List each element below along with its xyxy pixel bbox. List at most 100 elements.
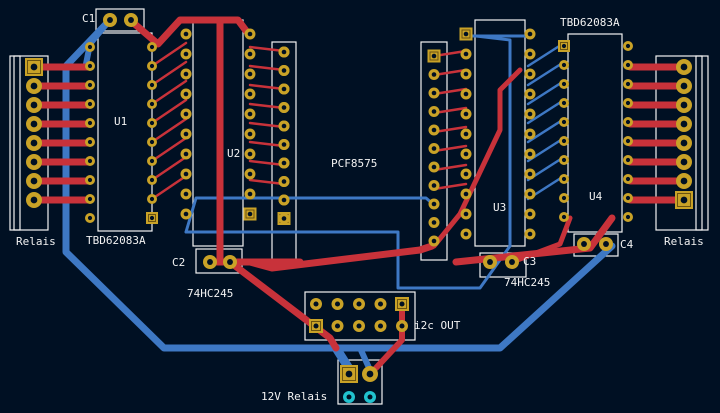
pad-drill <box>87 44 93 50</box>
pad-drill <box>313 301 319 307</box>
pad-drill <box>527 151 533 157</box>
pad-drill <box>183 31 189 37</box>
pad-drill <box>625 43 631 49</box>
pad-drill <box>87 139 93 145</box>
u4-label: U4 <box>589 190 603 203</box>
relais-right-inner-outline <box>695 55 703 231</box>
relais-left-label: Relais <box>16 235 56 248</box>
pad-drill <box>87 177 93 183</box>
pad-drill <box>431 127 437 133</box>
pad-drill <box>527 231 533 237</box>
relais-right-label: Relais <box>664 235 704 248</box>
pad-drill <box>561 138 567 144</box>
pad-drill <box>680 82 688 90</box>
pad-drill <box>247 151 253 157</box>
power-label: 12V Relais <box>261 390 328 403</box>
u1-label: U1 <box>114 115 128 128</box>
pad-drill <box>183 171 189 177</box>
pad-drill <box>149 63 155 69</box>
c1-top-trace <box>126 16 254 48</box>
u2-pcf-trace <box>248 83 286 91</box>
u2-pcf-trace <box>248 102 286 110</box>
power-connector-outline <box>337 359 383 405</box>
pad-drill <box>30 139 38 147</box>
pad-drill <box>281 105 287 110</box>
pad-drill <box>625 100 631 106</box>
pad-drill <box>463 131 469 137</box>
pcf-u3-trace <box>432 144 468 153</box>
pad-drill <box>227 259 233 265</box>
pad-drill <box>377 301 384 307</box>
pad-drill <box>87 120 93 126</box>
pad-square-ring <box>560 42 568 50</box>
pad-drill <box>30 120 38 128</box>
pad-drill <box>625 138 631 144</box>
c4-label: C4 <box>620 238 634 251</box>
pad-drill <box>281 86 287 92</box>
pad-drill <box>431 146 437 151</box>
pad-drill <box>183 91 189 97</box>
pad-drill <box>87 101 93 107</box>
pad-drill <box>247 111 253 117</box>
pad-drill <box>356 301 362 307</box>
pcf-u3-trace <box>432 182 468 191</box>
pad-drill <box>463 151 469 157</box>
pad-drill <box>281 142 287 147</box>
relais-left-inner-outline <box>13 55 21 231</box>
pad-drill <box>527 191 533 197</box>
pad-drill <box>30 158 38 166</box>
pad-drill <box>366 370 374 378</box>
pad-drill <box>463 191 469 197</box>
via-drill <box>346 394 352 400</box>
pad-drill <box>561 195 567 201</box>
c3-trace <box>509 215 573 265</box>
pad-drill <box>399 301 405 307</box>
pad-drill <box>183 111 189 117</box>
pad-drill <box>183 151 189 157</box>
pad-drill <box>527 211 533 217</box>
pad-drill <box>561 214 567 220</box>
pad-drill <box>247 171 253 177</box>
u2-pcf-trace <box>248 121 286 129</box>
pad-drill <box>625 176 631 182</box>
u1-outline <box>97 32 153 232</box>
pad-drill <box>527 131 533 137</box>
pad-drill <box>463 71 469 77</box>
power-rail-back <box>62 18 616 352</box>
pad-drill <box>463 91 469 97</box>
u1-u2-trace <box>150 41 188 68</box>
u1-u2-trace <box>150 155 188 182</box>
pad-drill <box>356 323 362 329</box>
pad-drill <box>509 259 515 265</box>
pad-drill <box>625 119 631 125</box>
u1-u2-trace <box>150 117 188 144</box>
u2-pcf-trace <box>248 178 286 186</box>
pad-drill <box>431 109 437 114</box>
pad-square-ring <box>429 51 439 61</box>
pad-drill <box>625 81 631 87</box>
u1-u2-trace <box>150 98 188 125</box>
pad-drill <box>281 160 287 166</box>
u1-u2-trace <box>150 60 188 87</box>
pad-drill <box>149 44 155 50</box>
pad-drill <box>431 53 437 59</box>
pad-drill <box>183 131 189 137</box>
pad-drill <box>680 63 688 71</box>
pads-layer <box>25 13 693 403</box>
pad-drill <box>30 177 38 185</box>
pad-drill <box>527 91 533 97</box>
pad-drill <box>625 62 631 68</box>
via-drill <box>367 394 373 400</box>
c2-label: C2 <box>172 256 186 269</box>
pad-drill <box>561 43 567 49</box>
c1-outline <box>95 8 145 32</box>
pad-drill <box>399 323 405 329</box>
pad-drill <box>431 164 437 170</box>
u2-pcf-trace <box>248 45 286 53</box>
pad-drill <box>463 111 469 117</box>
pad-square-ring <box>245 209 255 219</box>
pad-drill <box>247 31 253 37</box>
pad-drill <box>431 220 437 225</box>
pad-drill <box>30 63 38 71</box>
